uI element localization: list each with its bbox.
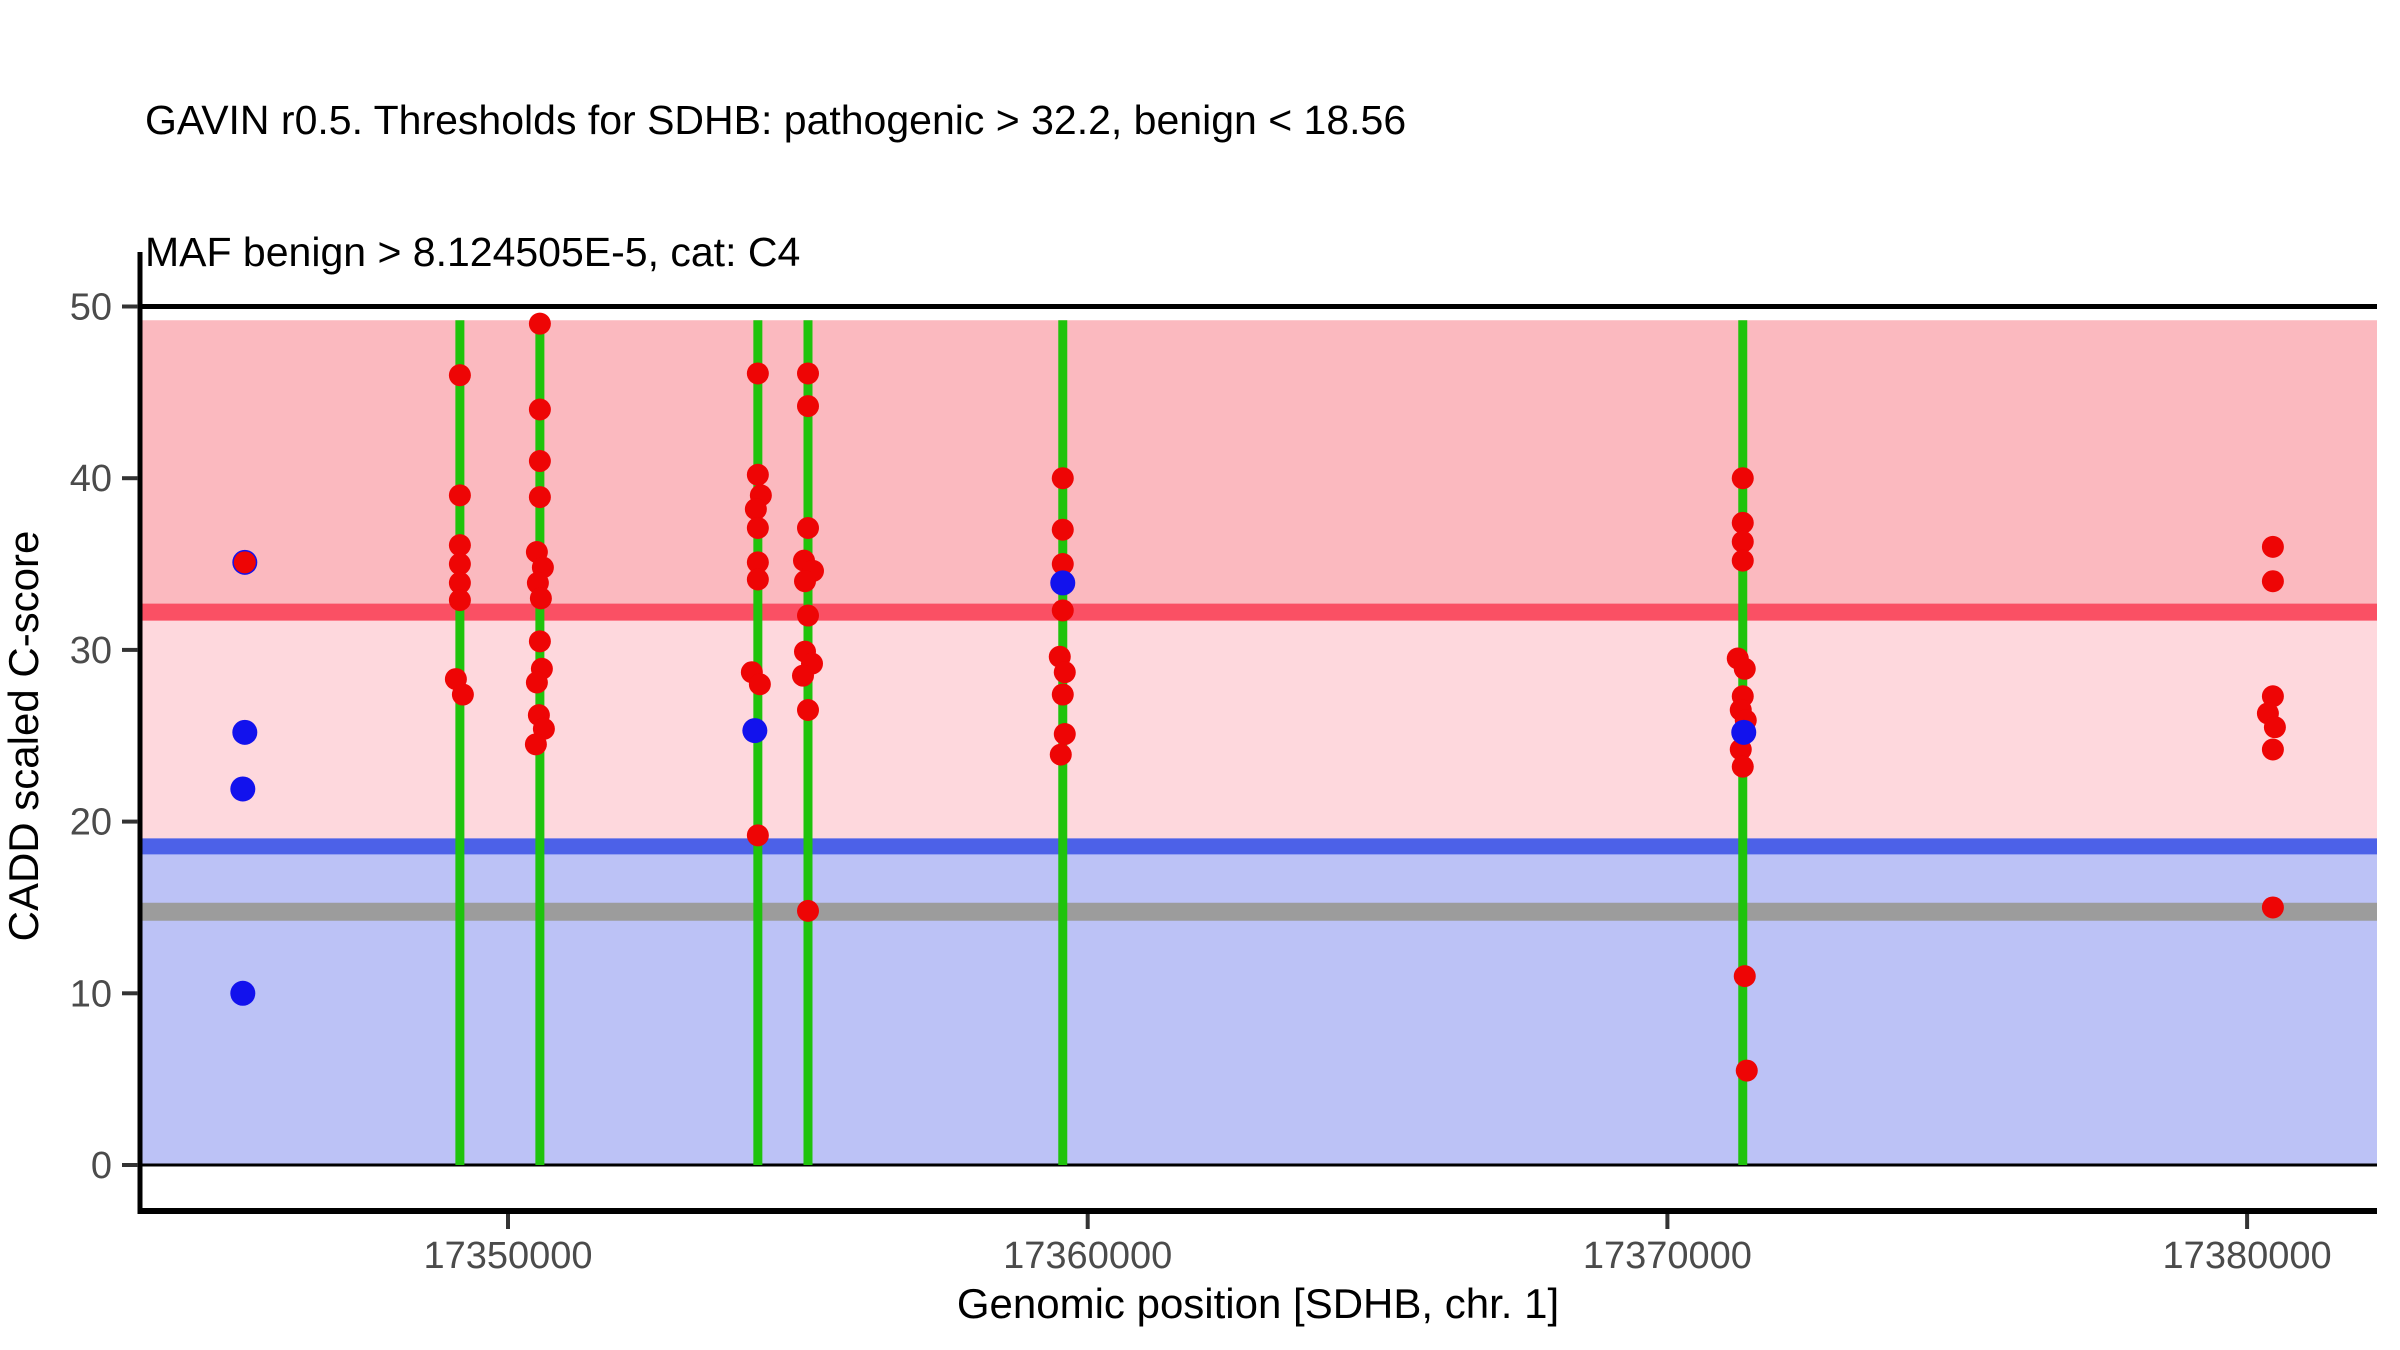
clinvar-point [1051, 518, 1074, 541]
clinvar-point [2263, 716, 2286, 739]
clinvar-point [448, 553, 471, 576]
vus-region [140, 612, 2377, 847]
clinvar-point [1053, 723, 1076, 746]
x-tick-label: 17380000 [2163, 1235, 2332, 1277]
clinvar-point [746, 568, 769, 591]
x-tick-label: 17360000 [1003, 1235, 1172, 1277]
clinvar-point [746, 362, 769, 385]
clinvar-point [448, 589, 471, 612]
y-tick-label: 20 [70, 802, 112, 844]
gnomad-point [230, 776, 256, 802]
clinvar-point [746, 551, 769, 574]
clinvar-point [1735, 1059, 1758, 1082]
gnomad-point [1050, 570, 1076, 596]
clinvar-point [448, 484, 471, 507]
clinvar-point [1049, 743, 1072, 766]
y-axis-title: CADD scaled C-score [0, 531, 47, 942]
clinvar-point [796, 395, 819, 418]
y-tick-label: 30 [70, 630, 112, 672]
y-tick-label: 40 [70, 458, 112, 500]
clinvar-point [746, 463, 769, 486]
benign-region [140, 846, 2377, 1165]
clinvar-point [796, 899, 819, 922]
clinvar-point [2261, 570, 2284, 593]
clinvar-point [529, 587, 552, 610]
gnomad-point [1731, 719, 1757, 745]
clinvar-point [1053, 661, 1076, 684]
clinvar-point [1051, 683, 1074, 706]
clinvar-point [528, 486, 551, 509]
clinvar-point [525, 671, 548, 694]
clinvar-point [528, 398, 551, 421]
clinvar-point [448, 534, 471, 557]
clinvar-point [1731, 511, 1754, 534]
clinvar-point [2261, 896, 2284, 919]
clinvar-point [796, 362, 819, 385]
clinvar-point [744, 498, 767, 521]
x-tick-label: 17350000 [423, 1235, 592, 1277]
clinvar-point [1051, 599, 1074, 622]
clinvar-point [1731, 549, 1754, 572]
clinvar-point [1731, 530, 1754, 553]
clinvar-point [448, 364, 471, 387]
x-tick-label: 17370000 [1583, 1235, 1752, 1277]
clinvar-point [2261, 685, 2284, 708]
clinvar-point [1731, 755, 1754, 778]
clinvar-point [233, 551, 256, 574]
clinvar-point [1051, 553, 1074, 576]
clinvar-point [448, 571, 471, 594]
clinvar-point [528, 630, 551, 653]
clinvar-point [746, 824, 769, 847]
clinvar-point [451, 683, 474, 706]
y-tick-label: 0 [91, 1145, 112, 1187]
plot-layers: 17350000 17360000 17370000 17380000 0 10 20 30 4… [70, 252, 2377, 1277]
clinvar-point [2261, 738, 2284, 761]
title-line-1: GAVIN r0.5. Thresholds for SDHB: pathoge… [145, 97, 1407, 143]
x-axis-title: Genomic position [SDHB, chr. 1] [957, 1280, 1559, 1327]
clinvar-point [748, 673, 771, 696]
title-line-2: MAF benign > 8.124505E-5, cat: C4 [145, 229, 801, 275]
clinvar-point [1051, 467, 1074, 490]
clinvar-point [528, 450, 551, 473]
y-tick-label: 50 [70, 287, 112, 329]
clinvar-point [2261, 535, 2284, 558]
pathogenic-region [140, 320, 2377, 613]
clinvar-point [791, 664, 814, 687]
y-tick-label: 10 [70, 973, 112, 1015]
clinvar-point [1731, 467, 1754, 490]
clinvar-point [1733, 965, 1756, 988]
clinvar-point [1733, 657, 1756, 680]
clinvar-point [746, 516, 769, 539]
clinvar-point [524, 733, 547, 756]
gnomad-point [230, 980, 256, 1006]
clinvar-point [793, 570, 816, 593]
clinvar-point [796, 698, 819, 721]
gnomad-point [232, 719, 258, 745]
gnomad-point [742, 718, 768, 744]
clinvar-point [528, 312, 551, 335]
clinvar-point [796, 604, 819, 627]
clinvar-point [796, 516, 819, 539]
